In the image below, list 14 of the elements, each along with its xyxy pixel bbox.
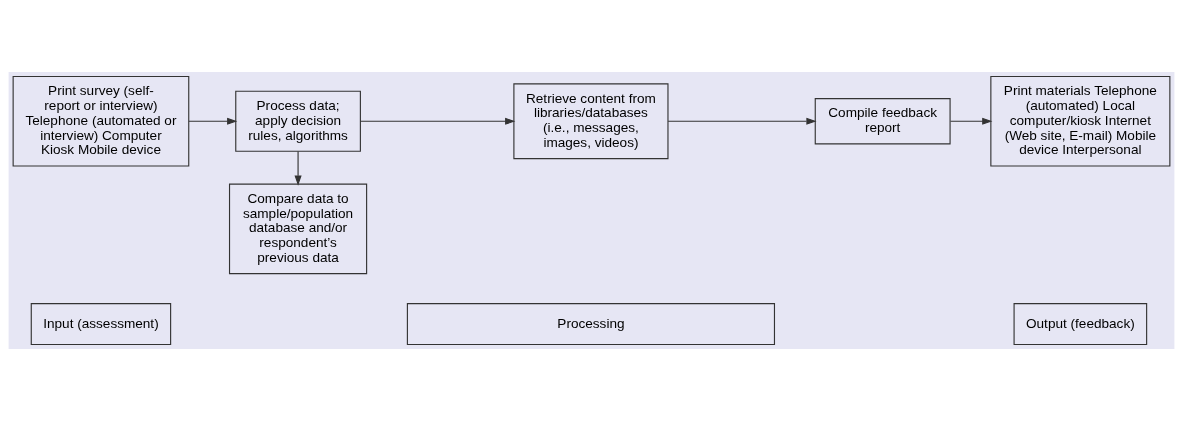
node-box: Processing [406, 303, 776, 346]
arrow [359, 117, 516, 125]
node-box: Print materials Telephone (automated) Local computer/kiosk Internet (Web site, E-mail) Mobile device Interpersonal [990, 75, 1171, 167]
node-box: Print survey (self-report or interview) Telephone (automated or interview) Computer Kiosk Mobile device [12, 75, 190, 167]
node-box: Compile feedback report [814, 98, 951, 145]
node-box: Process data; apply decision rules, algorithms [235, 90, 361, 152]
arrow [949, 117, 993, 125]
node-box: Input (assessment) [30, 303, 172, 346]
node-box: Compare data to sample/population database and/or respondent’s previous data [228, 183, 368, 275]
arrow [188, 117, 238, 125]
arrow [294, 151, 302, 186]
node-box: Retrieve content from libraries/databases (i.e., messages, images, videos) [513, 83, 669, 160]
node-box: Output (feedback) [1013, 303, 1148, 346]
arrow [667, 117, 817, 125]
